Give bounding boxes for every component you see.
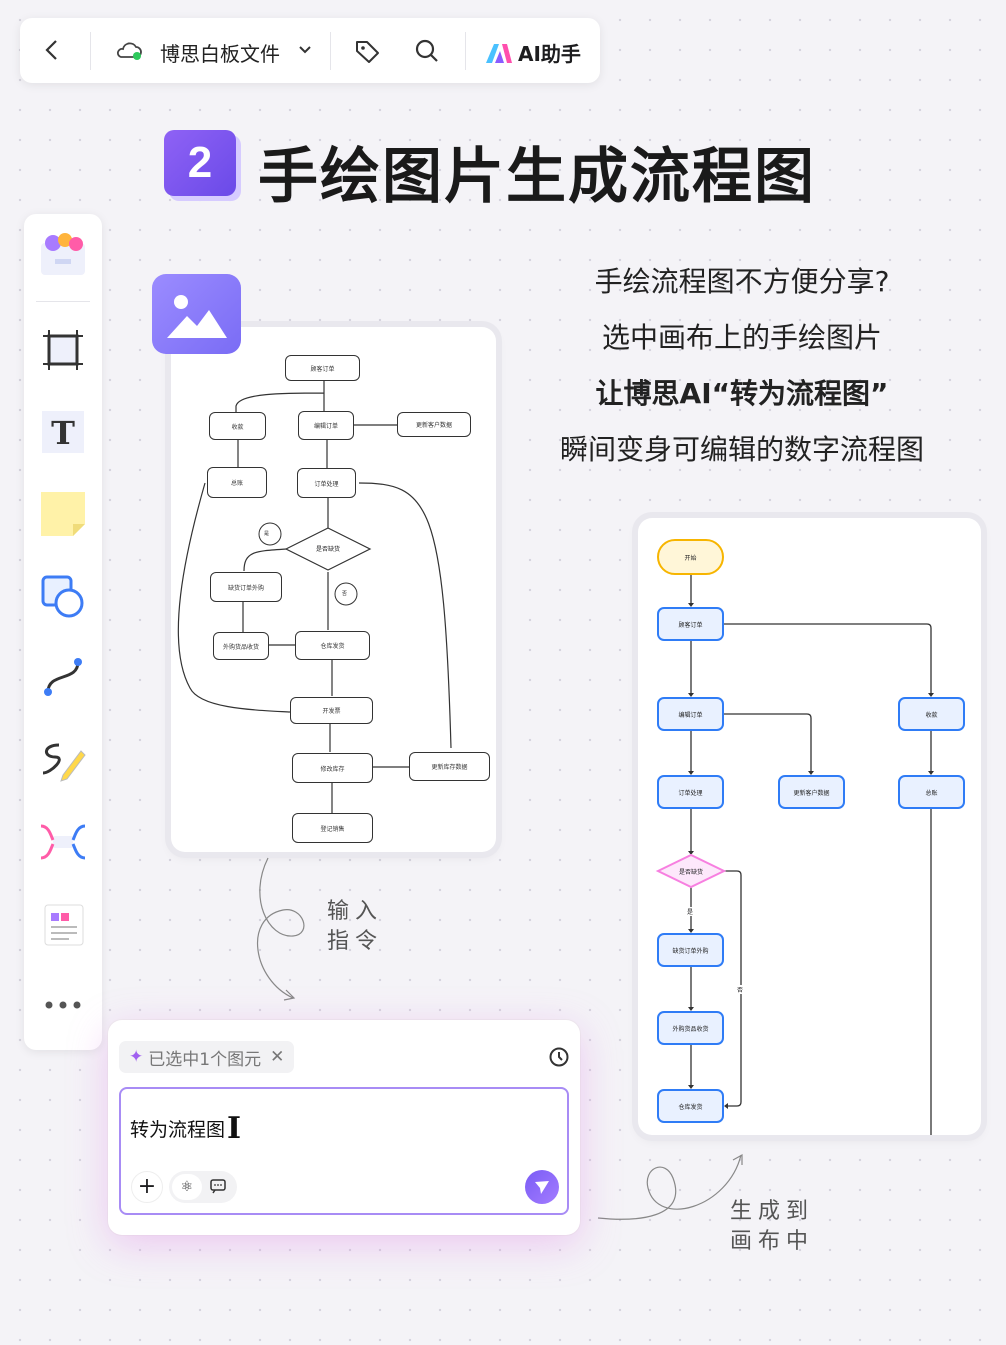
hand-node: 开发票 <box>290 697 373 724</box>
search-icon <box>415 39 438 62</box>
flow-node[interactable]: 仓库发货 <box>657 1089 724 1123</box>
left-toolbar: T <box>24 214 102 1050</box>
flow-node[interactable]: 顾客订单 <box>657 607 724 641</box>
generate-canvas-note: 生成到画布中 <box>730 1199 815 1254</box>
chat-icon[interactable] <box>209 1177 227 1199</box>
hand-node: 缺货订单外购 <box>210 572 282 602</box>
add-button[interactable]: + <box>131 1171 163 1203</box>
divider <box>465 32 466 70</box>
flow-node[interactable]: 缺货订单外购 <box>657 933 724 967</box>
hand-decision: 是否缺货 <box>315 546 340 553</box>
mode-toggle[interactable]: ⚛ <box>169 1171 237 1203</box>
selection-chip: ✦ 已选中1个图元 ✕ <box>119 1041 295 1073</box>
clock-icon <box>549 1047 569 1067</box>
text-tool[interactable]: T <box>38 407 88 457</box>
description-line: 手绘流程图不方便分享? <box>594 265 890 298</box>
flow-node[interactable]: 外购货品收货 <box>657 1011 724 1045</box>
mindmap-tool[interactable] <box>38 817 88 867</box>
search-button[interactable] <box>414 38 440 68</box>
more-button[interactable] <box>38 980 88 1030</box>
flow-yes-label: 是 <box>687 907 694 916</box>
hand-node: 订单处理 <box>297 468 356 498</box>
send-button[interactable] <box>525 1170 559 1204</box>
hand-node: 更新客户数据 <box>397 412 471 437</box>
flow-decision-node[interactable]: 是否缺货 <box>678 869 703 876</box>
cloud-sync-icon <box>114 38 144 66</box>
history-button[interactable] <box>548 1046 570 1072</box>
flow-node[interactable]: 收款 <box>898 697 965 731</box>
hand-no-label: 否 <box>342 591 348 597</box>
close-icon[interactable]: ✕ <box>270 1047 285 1067</box>
tag-icon <box>356 41 379 63</box>
atom-icon[interactable]: ⚛ <box>172 1174 202 1200</box>
hand-node: 编辑订单 <box>298 411 354 440</box>
hand-node: 修改库存 <box>292 753 373 783</box>
description-line: 让博思AI“转为流程图” <box>595 377 889 410</box>
palette-icon <box>41 233 85 275</box>
svg-text:T: T <box>51 414 75 452</box>
plus-icon: + <box>137 1174 157 1199</box>
flow-node[interactable]: 订单处理 <box>657 775 724 809</box>
hand-node: 收款 <box>209 412 266 440</box>
shape-tool[interactable] <box>38 572 88 622</box>
send-icon <box>535 1181 549 1194</box>
flow-start-node[interactable]: 开始 <box>657 539 724 575</box>
mindmap-icon <box>40 824 86 860</box>
sparkle-icon: ✦ <box>129 1047 144 1067</box>
file-title[interactable]: 博思白板文件 <box>160 42 280 66</box>
hand-node: 外购货品收货 <box>213 632 269 660</box>
ai-assistant-button[interactable]: AI助手 <box>484 38 581 67</box>
pen-tool[interactable] <box>38 735 88 785</box>
chevron-down-icon[interactable] <box>298 42 312 61</box>
hand-node: 仓库发货 <box>295 631 370 660</box>
divider <box>36 301 90 302</box>
description: 手绘流程图不方便分享? 选中画布上的手绘图片 让博思AI“转为流程图” 瞬间变身… <box>512 254 972 478</box>
flow-node[interactable]: 更新客户数据 <box>778 775 845 809</box>
hand-yes-label: 是 <box>264 531 270 537</box>
frame-icon <box>43 330 83 370</box>
more-dots-icon <box>45 1001 81 1009</box>
flow-no-label: 否 <box>737 985 744 994</box>
more-templates-tool[interactable] <box>38 900 88 950</box>
sticky-note-icon <box>41 492 85 536</box>
frame-tool[interactable] <box>38 325 88 375</box>
divider <box>330 32 331 70</box>
description-line: 瞬间变身可编辑的数字流程图 <box>559 433 924 466</box>
ai-assistant-label: AI助手 <box>518 42 581 66</box>
connector-tool[interactable] <box>38 652 88 702</box>
divider <box>90 32 91 70</box>
flow-node[interactable]: 编辑订单 <box>657 697 724 731</box>
flow-node[interactable]: 总账 <box>898 775 965 809</box>
hand-node: 更新库存数据 <box>409 752 490 781</box>
document-icon <box>44 904 84 946</box>
back-button[interactable] <box>42 38 62 66</box>
chevron-left-icon <box>45 40 57 60</box>
shape-icon <box>41 575 84 618</box>
text-icon: T <box>42 411 84 453</box>
template-tool[interactable] <box>38 228 88 278</box>
hand-node: 顾客订单 <box>285 355 360 381</box>
description-line: 选中画布上的手绘图片 <box>601 321 882 354</box>
top-toolbar: 博思白板文件 AI助手 <box>20 18 600 83</box>
sticky-note-tool[interactable] <box>38 489 88 539</box>
page-title: 手绘图片生成流程图 <box>258 142 816 212</box>
hand-node: 总账 <box>207 467 267 498</box>
hand-node: 登记销售 <box>292 813 373 843</box>
pen-icon <box>42 743 86 782</box>
tag-button[interactable] <box>354 38 382 68</box>
text-cursor-icon: I <box>227 1111 242 1146</box>
step-badge: 2 <box>164 130 236 196</box>
image-icon <box>152 274 241 354</box>
ai-logo-icon <box>486 43 512 63</box>
selection-chip-label: 已选中1个图元 <box>148 1049 262 1070</box>
connector-icon <box>44 658 82 696</box>
input-command-note: 输入指令 <box>327 899 384 954</box>
